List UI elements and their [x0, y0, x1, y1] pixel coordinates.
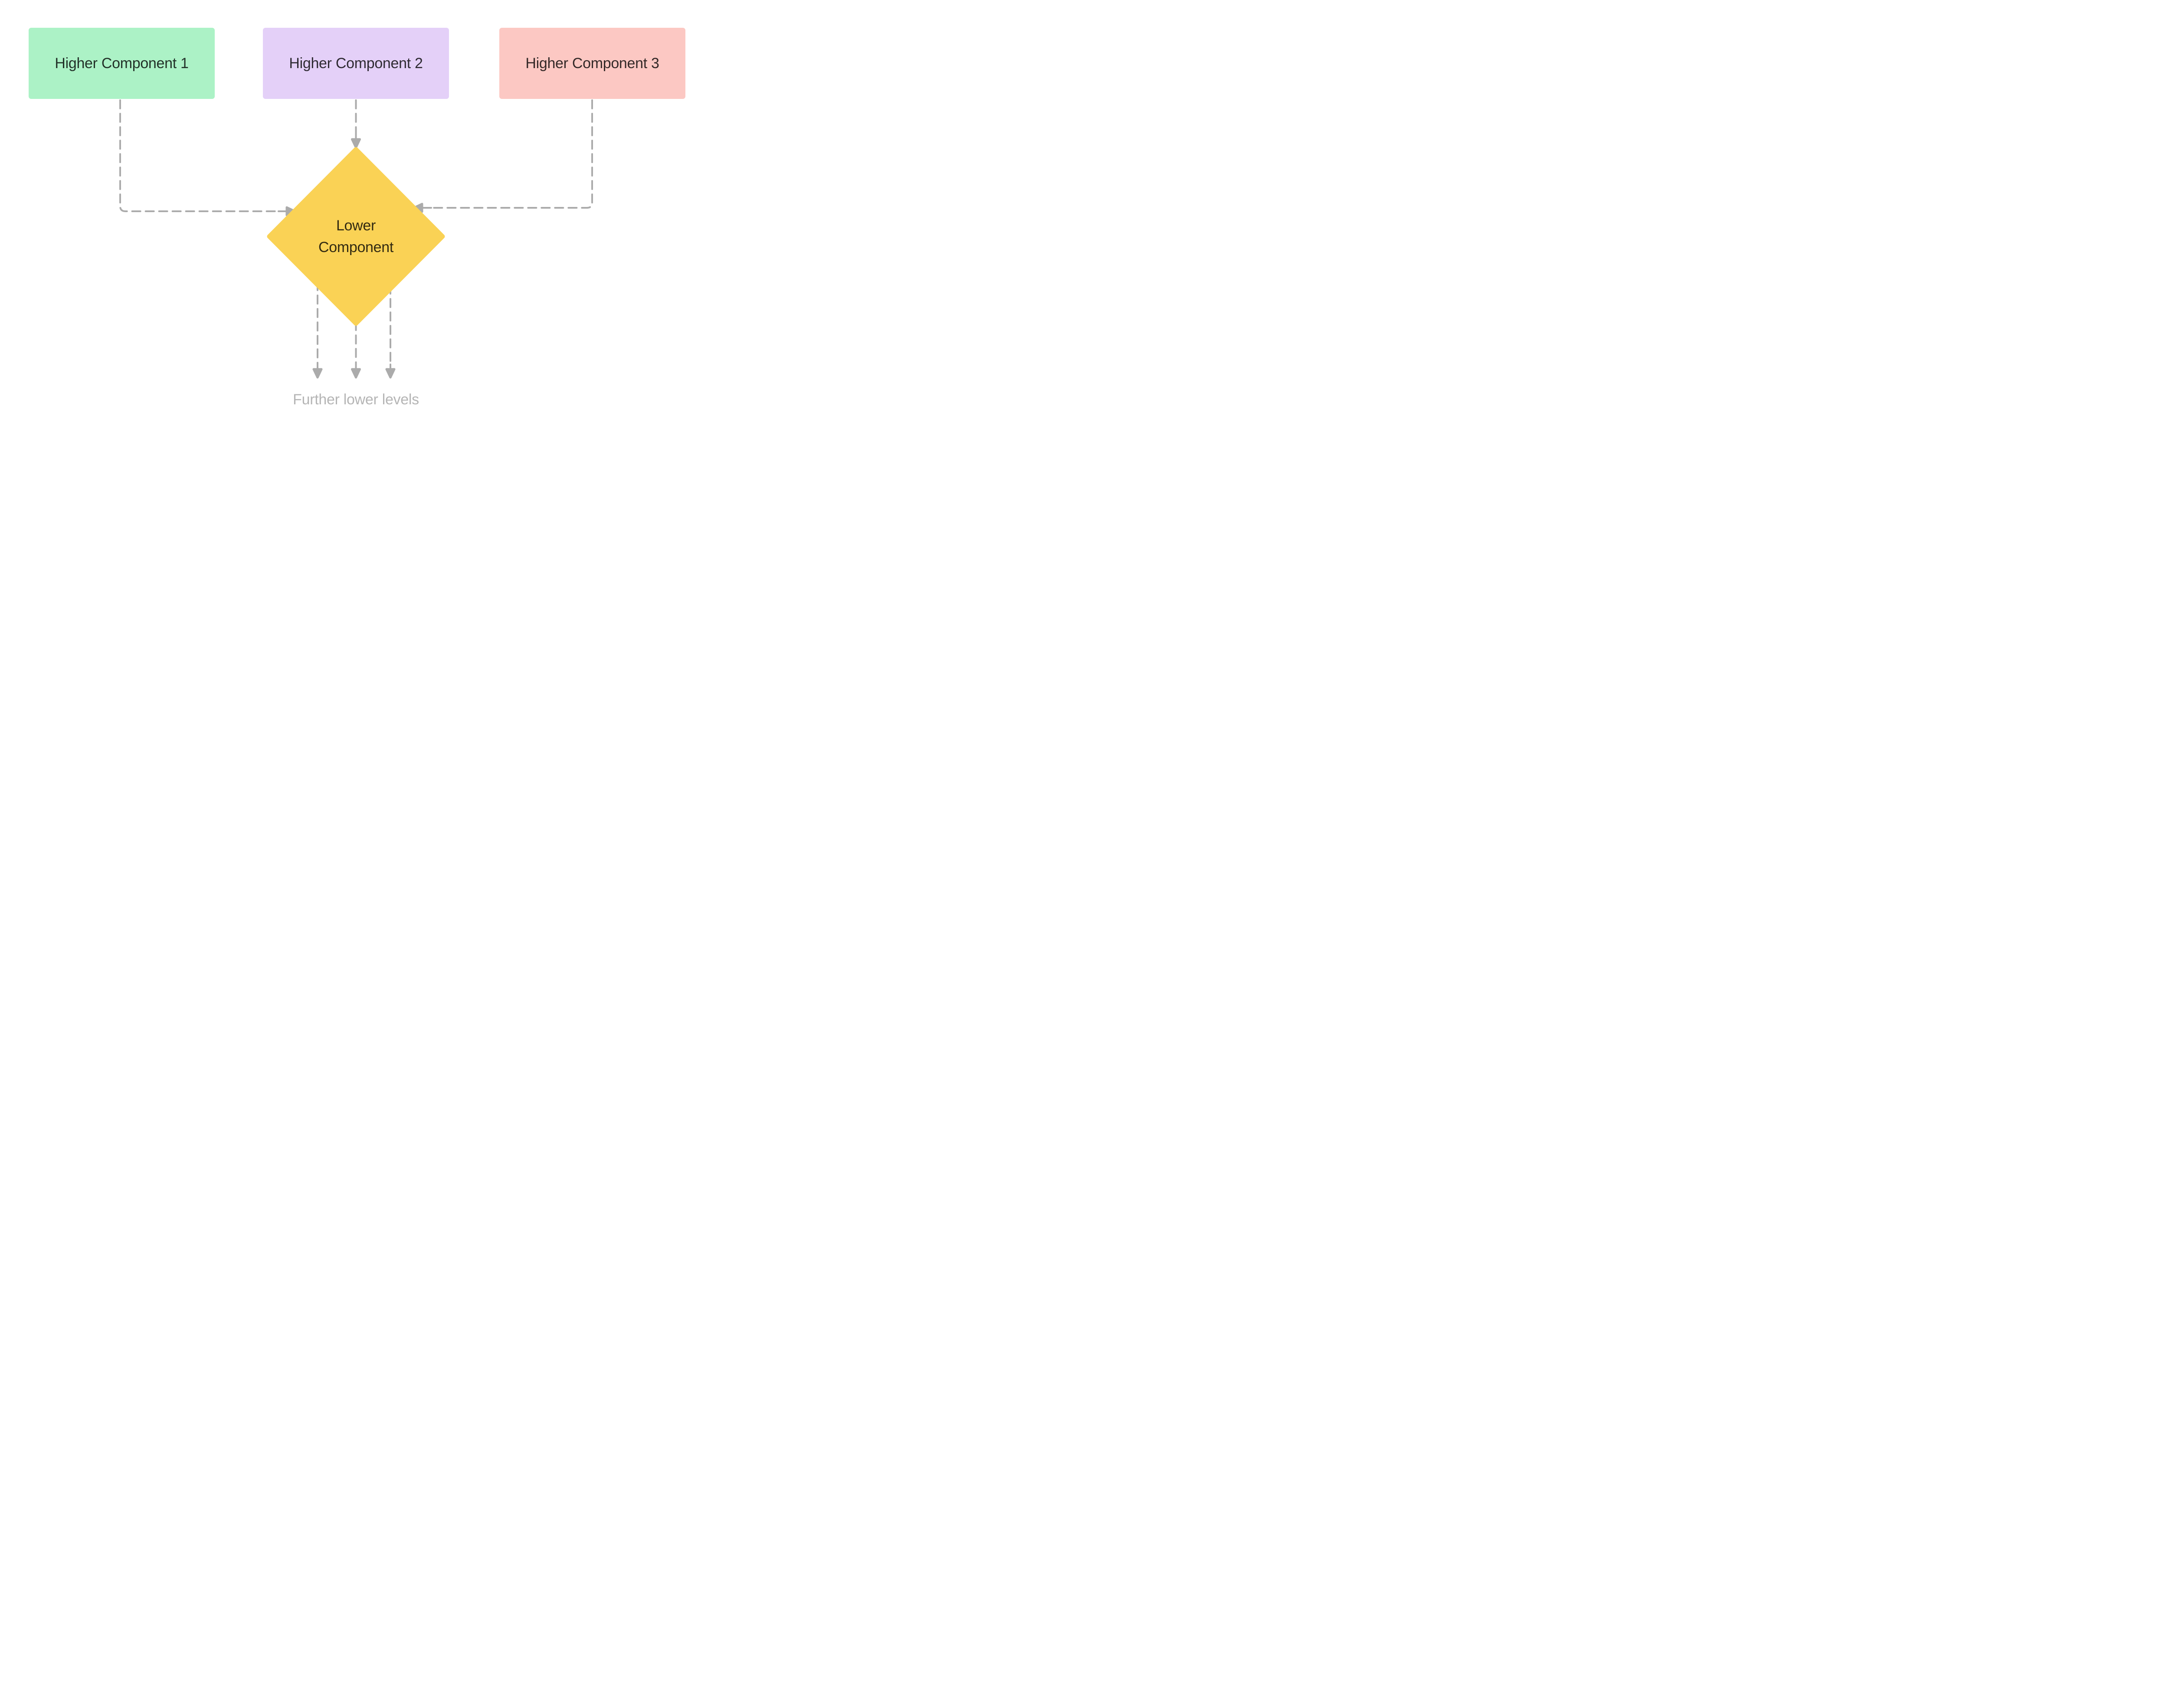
edge-higher1-to-lower	[119, 99, 279, 212]
lower-label-line-1: Lower	[336, 217, 376, 234]
node-lower-component[interactable]	[267, 147, 445, 326]
node-higher-component-3-label: Higher Component 3	[525, 55, 659, 72]
diagram-canvas: Higher Component 1 Higher Component 2 Hi…	[0, 0, 711, 427]
node-lower-component-label: Lower Component	[269, 215, 443, 258]
edge-higher3-to-lower	[430, 99, 593, 209]
lower-label-line-2: Component	[318, 239, 394, 256]
arrowhead-down-top-icon	[351, 138, 361, 149]
node-higher-component-2[interactable]: Higher Component 2	[263, 28, 449, 99]
arrowhead-down-center-icon	[351, 368, 361, 379]
node-higher-component-1-label: Higher Component 1	[55, 55, 189, 72]
node-higher-component-3[interactable]: Higher Component 3	[499, 28, 685, 99]
connector-layer	[119, 99, 593, 379]
arrowhead-down-left-icon	[312, 368, 323, 379]
node-higher-component-1[interactable]: Higher Component 1	[29, 28, 215, 99]
node-higher-component-2-label: Higher Component 2	[289, 55, 423, 72]
arrowhead-down-right-icon	[385, 368, 396, 379]
further-lower-levels-caption: Further lower levels	[293, 391, 419, 408]
